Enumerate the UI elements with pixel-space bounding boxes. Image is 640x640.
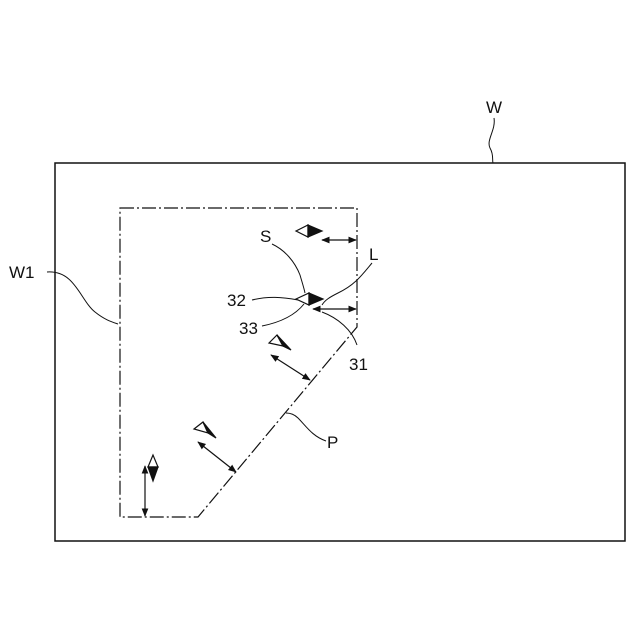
- leader-part-33: [262, 304, 304, 326]
- leader-workpiece: [489, 118, 494, 163]
- leader-distance: [322, 263, 372, 305]
- sensor-top: [296, 225, 322, 237]
- label-distance: L: [369, 245, 378, 264]
- workpiece-outline: [55, 163, 625, 541]
- leader-path: [286, 413, 326, 441]
- label-part-33: 33: [239, 319, 258, 338]
- sensor-diagonal-upper: [269, 335, 291, 350]
- leader-part-32: [252, 297, 298, 300]
- leader-sensor: [272, 244, 305, 293]
- leader-region: [47, 272, 118, 324]
- sensor-s: [296, 293, 323, 305]
- label-part-32: 32: [227, 291, 246, 310]
- sensor-bottom: [148, 455, 158, 481]
- label-region: W1: [9, 263, 35, 282]
- distance-diagonal-upper: [271, 355, 310, 380]
- label-path: P: [327, 433, 338, 452]
- sensor-diagonal-lower: [194, 422, 216, 438]
- leader-part-31: [322, 312, 357, 345]
- label-part-31: 31: [349, 355, 368, 374]
- distance-diagonal-lower: [198, 442, 236, 472]
- label-sensor: S: [260, 227, 271, 246]
- label-workpiece: W: [486, 98, 502, 117]
